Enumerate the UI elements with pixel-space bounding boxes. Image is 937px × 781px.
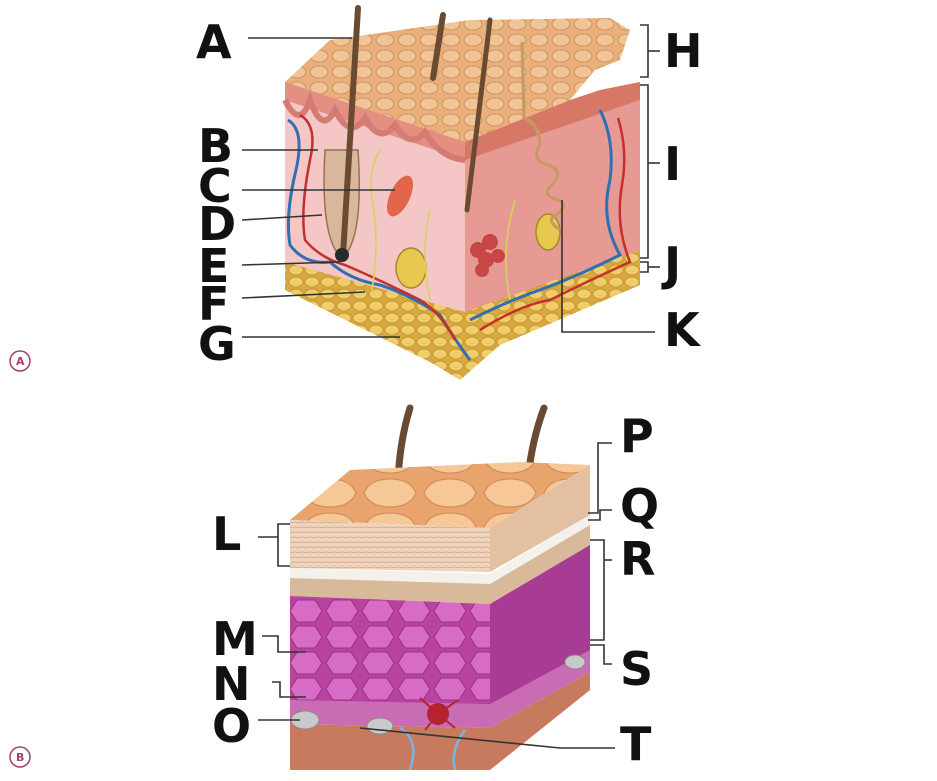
label-B: B bbox=[198, 119, 233, 173]
dermis-b bbox=[290, 672, 590, 770]
stratum-granulosum bbox=[290, 525, 590, 604]
artery-network-front bbox=[299, 113, 457, 341]
stratum-basale bbox=[290, 650, 590, 728]
sensory-nerve bbox=[399, 726, 467, 771]
label-K: K bbox=[664, 303, 702, 357]
labels-a: A B C D E F G H I J K bbox=[196, 15, 703, 371]
leaders-a bbox=[241, 24, 660, 338]
basal-cell-3 bbox=[564, 654, 586, 670]
arrector-pili-muscle bbox=[387, 175, 413, 217]
label-D: D bbox=[198, 197, 236, 251]
stratum-corneum-front bbox=[290, 520, 490, 572]
label-T: T bbox=[620, 717, 652, 771]
nerve-fibers bbox=[370, 149, 516, 301]
stratum-corneum-top bbox=[290, 462, 590, 528]
panel-marker-b-letter: B bbox=[16, 751, 24, 764]
artery-network-right bbox=[479, 117, 632, 332]
label-H: H bbox=[664, 24, 703, 78]
label-L: L bbox=[212, 507, 241, 561]
panel-marker-b: B bbox=[9, 746, 31, 768]
label-S: S bbox=[620, 642, 653, 696]
label-G: G bbox=[198, 317, 236, 371]
hair-shaft-1 bbox=[340, 5, 361, 258]
label-Q: Q bbox=[620, 479, 659, 533]
pacinian-corpuscle bbox=[395, 247, 427, 289]
panel-marker-a: A bbox=[9, 350, 31, 372]
hair-shaft-2 bbox=[430, 12, 446, 81]
label-P: P bbox=[620, 409, 654, 463]
dermal-papillae bbox=[282, 90, 466, 163]
label-A: A bbox=[196, 15, 232, 69]
label-E: E bbox=[198, 239, 229, 293]
label-R: R bbox=[620, 532, 655, 586]
leaders-b bbox=[258, 442, 615, 749]
hypodermis-fat-layer bbox=[285, 250, 640, 380]
skin-block-a bbox=[282, 5, 640, 380]
hair-shaft-3 bbox=[464, 17, 493, 213]
panel-marker-a-letter: A bbox=[16, 355, 25, 368]
hair-bulb bbox=[335, 248, 349, 262]
dendritic-cell bbox=[419, 697, 459, 731]
epidermis-top-surface bbox=[285, 18, 630, 142]
stratum-lucidum bbox=[290, 515, 590, 584]
label-M: M bbox=[212, 612, 258, 666]
label-N: N bbox=[212, 657, 251, 711]
skin-block-b bbox=[290, 404, 590, 771]
epidermis-front-edge bbox=[285, 82, 465, 160]
sweat-gland-coil bbox=[520, 41, 565, 232]
pacinian-corpuscle-2 bbox=[535, 213, 561, 251]
epidermis-right-edge bbox=[465, 82, 640, 160]
vein-network-right bbox=[469, 109, 623, 322]
label-J: J bbox=[661, 237, 681, 291]
label-F: F bbox=[198, 277, 229, 331]
label-O: O bbox=[212, 699, 251, 753]
stratum-spinosum-front bbox=[290, 596, 490, 725]
stratum-corneum-right bbox=[490, 465, 590, 572]
sebaceous-gland bbox=[470, 234, 505, 277]
label-I: I bbox=[664, 137, 681, 191]
label-C: C bbox=[198, 159, 232, 213]
labels-b: L M N O P Q R S T bbox=[212, 409, 659, 771]
